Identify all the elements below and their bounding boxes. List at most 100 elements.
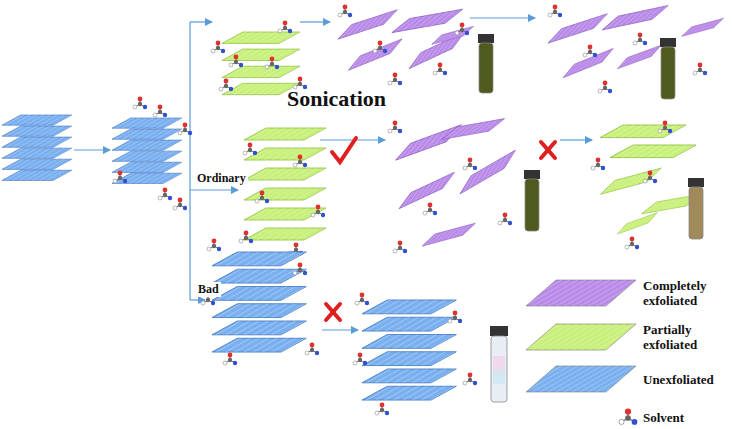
illustration-use: [430, 26, 475, 44]
illustration-use: [680, 18, 725, 36]
solvent-icon: [619, 408, 637, 424]
illustration-rect: [661, 47, 675, 99]
illustration-use: [293, 155, 307, 168]
illustration-use: [222, 32, 300, 95]
illustration-use: [455, 23, 469, 36]
illustration-line: [190, 189, 238, 190]
solvent-molecules: [388, 121, 512, 254]
illustration-rect: [688, 178, 704, 187]
legend-swatch: [526, 280, 636, 306]
legend-label: Partially exfoliated: [643, 322, 729, 352]
legend-hatch: [526, 366, 636, 392]
illustration-rect: [478, 34, 494, 43]
illustration-use: [423, 203, 437, 216]
legend-sample: [524, 364, 638, 394]
cross-mark: [541, 142, 555, 158]
illustration-rect: [524, 170, 540, 179]
illustration-use: [498, 213, 512, 226]
illustration-use: [448, 311, 462, 324]
illustration-use: [693, 63, 707, 76]
illustration-use: [591, 158, 605, 171]
illustration-use: [212, 252, 306, 352]
illustration-use: [311, 205, 325, 218]
illustration-use: [463, 373, 477, 386]
illustration-use: [600, 6, 670, 30]
vial: [660, 38, 676, 99]
solvent-molecules: [353, 293, 477, 416]
illustration-line: [190, 299, 205, 300]
legend-label: Unexfoliated: [643, 372, 729, 387]
solvent-molecules: [591, 121, 672, 250]
illustration-use: [440, 119, 506, 140]
illustration-use: [598, 168, 664, 194]
illustration-use: [133, 97, 147, 110]
illustration-line: [74, 149, 110, 150]
illustration-line: [189, 22, 190, 300]
illustration-use: [219, 79, 233, 92]
illustration-use: [658, 121, 672, 134]
illustration-line: [190, 21, 212, 22]
illustration-use: [223, 353, 237, 366]
illustration-use: [548, 5, 562, 18]
illustration-use: [388, 73, 402, 86]
illustration-use: [345, 39, 405, 70]
cross-mark: [326, 304, 340, 320]
solvent-molecules: [338, 5, 469, 86]
illustration-use: [463, 158, 477, 171]
illustration-use: [158, 188, 172, 201]
legend-label: Completely exfoliated: [643, 278, 729, 308]
illustration-line: [326, 304, 340, 320]
solvent-molecules: [201, 239, 319, 366]
illustration-use: [255, 191, 269, 204]
illustration-use: [293, 263, 307, 276]
illustration-rect: [493, 370, 505, 384]
illustration-use: [373, 41, 387, 54]
illustration-use: [113, 171, 127, 184]
process-title: Sonication: [287, 86, 386, 112]
illustration-use: [278, 21, 292, 34]
legend-sample: [524, 402, 638, 429]
branch-label: Ordinary: [195, 171, 248, 186]
branch-label: Bad: [196, 282, 221, 297]
illustration-line: [326, 304, 340, 320]
illustration-use: [153, 105, 167, 118]
illustration-use: [207, 239, 221, 252]
illustration-rect: [689, 187, 703, 239]
illustration-use: [395, 172, 459, 208]
illustration-use: [643, 171, 657, 184]
illustration-line: [470, 17, 535, 18]
legend-sample: [524, 322, 638, 352]
illustration-use: [353, 353, 367, 366]
legend-hatch: [526, 324, 636, 350]
illustration-line: [300, 21, 330, 22]
illustration-use: [598, 81, 612, 94]
solvent-molecules: [548, 5, 707, 94]
illustration-use: [112, 118, 182, 183]
illustration-rect: [479, 43, 493, 93]
process-arrows: [74, 18, 592, 330]
illustration-rect: [490, 326, 508, 336]
illustration-use: [433, 63, 447, 76]
legend-hatch: [526, 280, 636, 306]
illustration-line: [560, 139, 592, 140]
illustration-use: [455, 150, 520, 194]
illustration-use: [393, 241, 407, 254]
check-mark: [332, 138, 356, 162]
solvent-molecules: [113, 97, 192, 211]
illustration-use: [615, 45, 664, 69]
illustration-use: [211, 41, 225, 54]
vial: [524, 170, 540, 231]
illustration-use: [355, 293, 369, 306]
illustration-use: [229, 55, 243, 68]
illustration-use: [583, 45, 597, 58]
illustration-use: [244, 128, 326, 240]
legend-sample: [524, 278, 638, 308]
illustration-use: [405, 32, 469, 68]
illustration-line: [541, 142, 555, 158]
illustration-rect: [525, 179, 539, 231]
illustration-use: [610, 145, 696, 158]
illustration-use: [239, 231, 253, 244]
solvent-molecules: [239, 143, 325, 256]
vial: [478, 34, 494, 93]
